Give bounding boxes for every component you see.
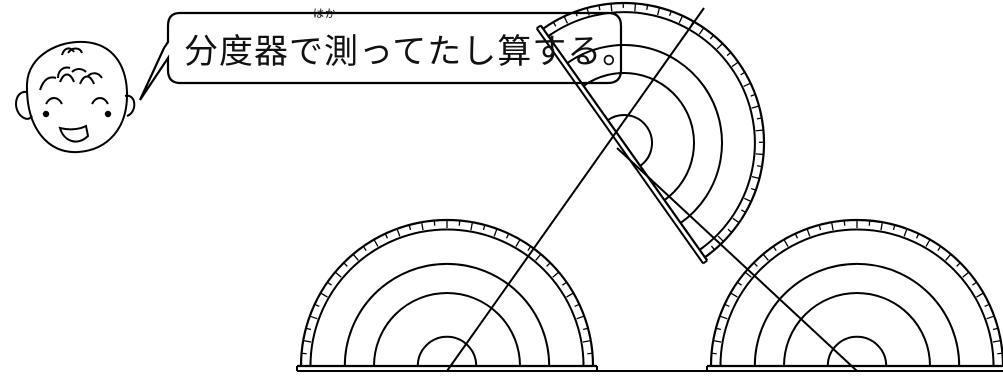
left-ear [15,90,33,120]
triangle-lines [446,7,858,372]
furigana: はか [313,7,337,20]
hair-bangs [39,66,103,91]
speech-text: 分度器で測ってたし算する。 [184,32,638,72]
protractor-right [706,218,1003,372]
mouth [58,124,90,143]
protractor-left [296,218,598,372]
right-ear [124,94,136,117]
left-eye [45,97,63,105]
face-outline [25,40,129,154]
right-cheek-dot [104,110,112,118]
speech-bubble [139,11,623,101]
child-face [15,40,136,154]
protractor-top [535,1,766,265]
left-cheek-dot [42,110,50,118]
right-eye [91,97,109,105]
hair-tuft [61,47,83,56]
